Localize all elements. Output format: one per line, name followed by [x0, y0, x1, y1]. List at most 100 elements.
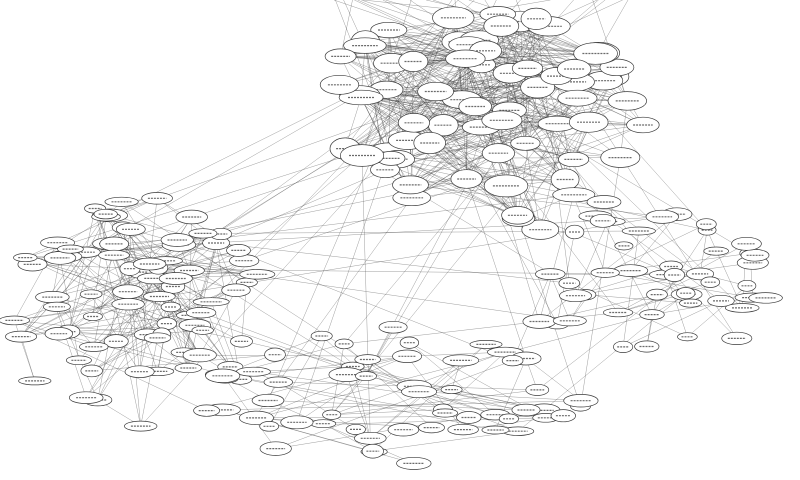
graph-node [226, 244, 251, 257]
graph-node [707, 294, 735, 307]
node-ellipse [564, 224, 585, 240]
graph-node [645, 209, 679, 224]
node-ellipse [263, 376, 293, 388]
graph-edge [331, 389, 538, 415]
graph-edge [339, 84, 541, 230]
graph-edge [86, 151, 390, 253]
node-ellipse [259, 421, 280, 432]
graph-edge [360, 97, 518, 216]
graph-node [185, 307, 217, 319]
graph-edge [166, 91, 436, 324]
graph-node [104, 196, 139, 207]
graph-edge [525, 80, 604, 144]
graph-edge [605, 223, 707, 273]
graph-node [205, 368, 241, 383]
node-ellipse [686, 267, 715, 281]
graph-node [626, 116, 660, 134]
graph-node [322, 409, 342, 420]
node-ellipse [568, 111, 609, 133]
graph-edge [275, 360, 513, 449]
graph-edge [413, 61, 558, 324]
graph-edge [388, 29, 558, 124]
graph-edge [183, 233, 222, 353]
graph-edge [21, 278, 176, 337]
graph-node [370, 21, 408, 39]
node-ellipse [445, 49, 486, 68]
graph-node [355, 371, 377, 382]
graph-edge [429, 100, 628, 144]
graph-edge [108, 243, 258, 275]
graph-node [573, 42, 618, 65]
node-ellipse [398, 51, 429, 72]
node-ellipse [521, 219, 560, 240]
graph-edge [520, 21, 566, 180]
graph-edge [215, 242, 241, 380]
graph-edge [630, 214, 678, 271]
graph-node [413, 131, 446, 155]
node-ellipse [603, 307, 634, 318]
graph-node [239, 269, 276, 280]
graph-edge [269, 335, 322, 427]
graph-node [112, 284, 144, 299]
graph-edge [215, 242, 237, 291]
graph-edge [93, 296, 160, 347]
graph-node [522, 314, 557, 329]
graph-edge [52, 239, 178, 298]
graph-node [160, 301, 181, 313]
graph-edge [505, 98, 578, 187]
graph-edge [475, 0, 599, 107]
graph-edge [361, 155, 371, 439]
graph-node [392, 175, 429, 195]
graph-edge [651, 297, 753, 315]
graph-node [57, 244, 84, 254]
graph-edge [517, 123, 558, 216]
graph-node [396, 456, 432, 470]
graph-edge [605, 272, 753, 298]
graph-edge [413, 61, 589, 123]
graph-node [93, 208, 118, 220]
graph-node [65, 355, 92, 366]
graph-node [481, 110, 523, 131]
node-ellipse [511, 403, 541, 417]
graph-node [44, 327, 73, 341]
graph-edge [388, 29, 589, 123]
graph-node [550, 168, 580, 191]
graph-edge [525, 358, 582, 401]
graph-node [143, 291, 176, 302]
node-ellipse [550, 168, 580, 191]
node-ellipse [44, 327, 73, 341]
graph-edge [52, 297, 87, 398]
graph-edge [149, 198, 158, 265]
node-ellipse [731, 236, 762, 251]
graph-edge [361, 97, 502, 121]
graph-edge [178, 152, 499, 246]
graph-node [354, 431, 387, 445]
graph-edge [687, 285, 748, 337]
graph-node [0, 315, 30, 326]
graph-node [450, 169, 483, 189]
graph-node [343, 37, 387, 54]
graph-node [552, 187, 596, 203]
node-ellipse [399, 336, 420, 349]
node-ellipse [115, 222, 146, 236]
graph-node [188, 228, 218, 239]
graph-node [230, 335, 253, 348]
graph-edge [448, 17, 596, 54]
graph-node [18, 376, 52, 386]
graph-edge [411, 73, 511, 198]
node-ellipse [160, 301, 181, 313]
node-ellipse [322, 409, 342, 420]
graph-node [603, 307, 634, 318]
graph-node [646, 288, 668, 301]
graph-node [442, 354, 480, 367]
graph-edge [14, 320, 148, 335]
graph-node [160, 233, 194, 247]
graph-edge [535, 18, 570, 284]
graph-node [115, 222, 146, 236]
graph-node [324, 48, 357, 65]
graph-node [339, 144, 385, 167]
graph-node [79, 289, 103, 299]
graph-node [132, 257, 167, 271]
graph-node [483, 15, 520, 37]
graph-edge [278, 381, 356, 430]
